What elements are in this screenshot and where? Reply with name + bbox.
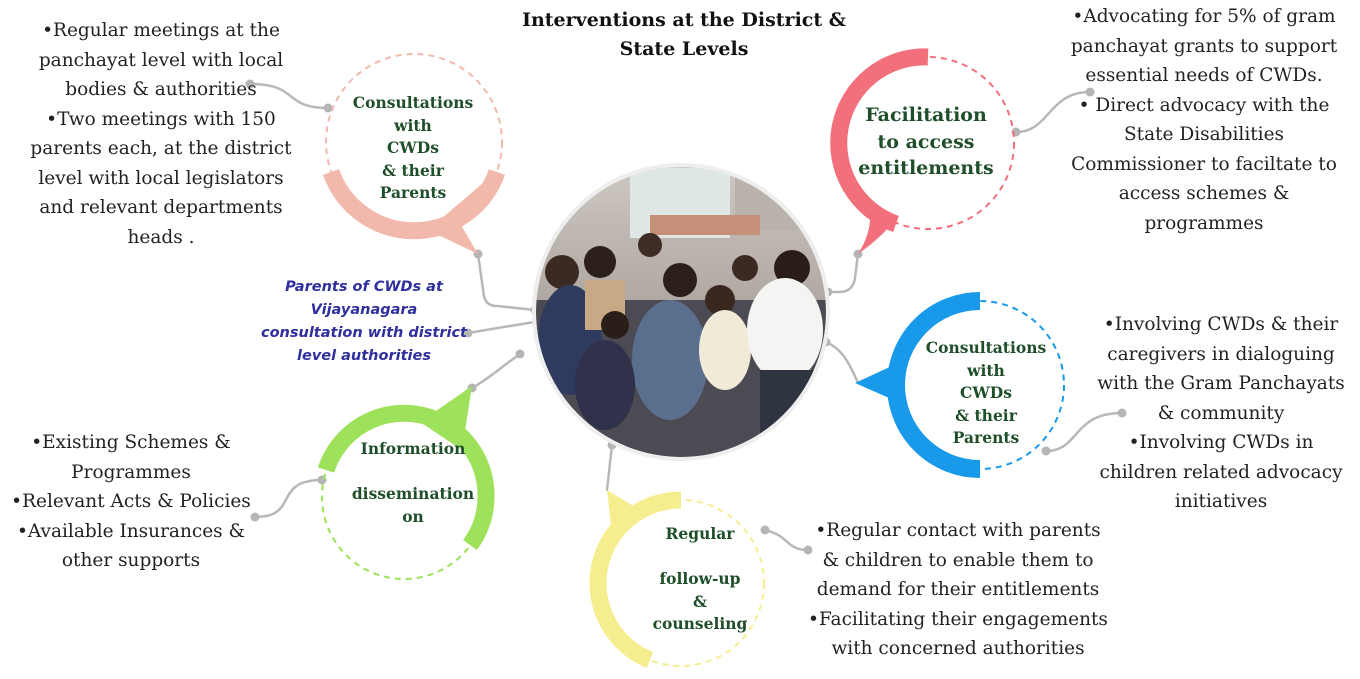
label-line: Consultations — [352, 93, 474, 112]
label-facilitation: Facilitation to access entitlements — [846, 102, 1006, 182]
caption-line: Vijayanagara — [310, 302, 418, 318]
caption-line: Parents of CWDs at — [285, 279, 443, 295]
bullets-followup: •Regular contact with parents & children… — [808, 516, 1108, 664]
label-line: with — [394, 115, 432, 135]
label-line: & their — [955, 405, 1017, 425]
label-line: & their — [382, 160, 444, 180]
label-line: CWDs — [960, 383, 1012, 402]
bullets-consultations-right: •Involving CWDs & their caregivers in di… — [1092, 310, 1350, 517]
bullet-item: •Regular contact with parents & children… — [815, 520, 1101, 600]
label-consultations-top: Consultations with CWDs & their Parents — [338, 92, 488, 205]
label-line: follow-up — [659, 569, 741, 588]
photo-caption: Parents of CWDs at Vijayanagara consulta… — [258, 276, 470, 368]
bullet-item: •Available Insurances & other supports — [16, 520, 246, 572]
group-meeting-photo — [532, 163, 830, 461]
label-line: Consultations — [925, 338, 1047, 357]
caption-line: consultation with district — [261, 325, 467, 341]
label-line: & — [693, 591, 707, 611]
label-line — [338, 461, 488, 484]
bullets-information: •Existing Schemes & Programmes •Relevant… — [6, 428, 256, 576]
label-line: Parents — [952, 428, 1020, 447]
bullet-item: • Direct advocacy with the State Disabil… — [1071, 94, 1337, 234]
label-line: with — [967, 360, 1005, 380]
bullets-facilitation: •Advocating for 5% of gram panchayat gra… — [1070, 2, 1338, 238]
label-line: on — [402, 506, 424, 526]
ring-consultations-top — [322, 53, 506, 254]
ring-information — [317, 386, 495, 580]
bullet-item: •Facilitating their engagements with con… — [808, 608, 1108, 660]
label-line: CWDs — [387, 138, 439, 157]
bullet-item: •Involving CWDs & their caregivers in di… — [1097, 314, 1345, 424]
bullets-consultations-top: •Regular meetings at the panchayat level… — [28, 16, 294, 252]
label-information: Information dissemination on — [338, 438, 488, 528]
label-consultations-right: Consultations with CWDs & their Parents — [912, 337, 1060, 450]
label-line — [625, 546, 775, 569]
ring-followup — [589, 490, 765, 668]
label-followup: Regular follow-up & counseling — [625, 523, 775, 636]
bullet-item: •Relevant Acts & Policies — [11, 491, 251, 512]
bullet-item: •Advocating for 5% of gram panchayat gra… — [1070, 6, 1338, 86]
bullet-item: •Involving CWDs in children related advo… — [1099, 432, 1343, 512]
ring-facilitation — [830, 48, 1015, 254]
connector-lines — [248, 82, 1124, 552]
label-line: Facilitation — [865, 104, 987, 126]
bullet-item: •Regular meetings at the panchayat level… — [38, 20, 284, 100]
label-line: to access — [877, 130, 975, 153]
ring-consultations-right — [855, 292, 1065, 478]
diagram-title: Interventions at the District & State Le… — [522, 9, 846, 60]
label-line: entitlements — [858, 157, 994, 179]
label-line: counseling — [652, 614, 748, 633]
bullet-item: •Two meetings with 150 parents each, at … — [30, 108, 292, 248]
label-line: Information — [360, 439, 466, 458]
label-line: Regular — [665, 524, 735, 543]
label-line: Parents — [379, 183, 447, 202]
label-line: dissemination — [351, 484, 475, 503]
bullet-item: •Existing Schemes & Programmes — [31, 432, 231, 483]
caption-line: level authorities — [297, 348, 431, 364]
